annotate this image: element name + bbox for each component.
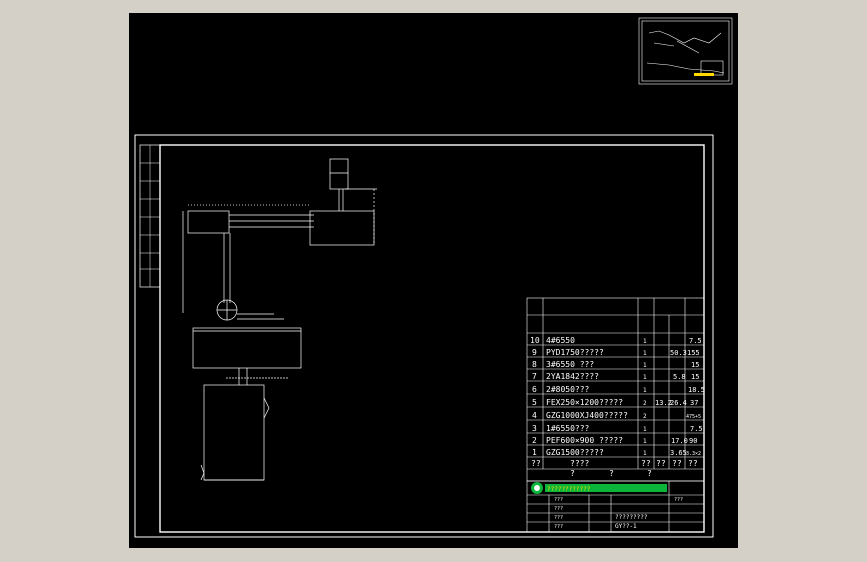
bom-header: ? xyxy=(609,469,614,478)
bom-weight: 13.2 xyxy=(655,399,672,407)
bom-header: ?? xyxy=(531,459,541,468)
bom-header: ?? xyxy=(641,459,651,468)
bom-qty: 1 xyxy=(643,338,647,345)
bom-name: 2#8050??? xyxy=(546,385,590,394)
drawing-code: GY??-1 xyxy=(615,523,637,530)
bom-name: 4#6550 xyxy=(546,336,575,345)
drawing-frame xyxy=(134,134,714,538)
bom-weight: 18.5 xyxy=(688,386,705,394)
bom-header: ???? xyxy=(570,459,589,468)
title-cell: ??? xyxy=(554,506,563,512)
bom-weight: 15 xyxy=(691,373,699,381)
bom-name: 2YA1842???? xyxy=(546,372,599,381)
bom-no: 1 xyxy=(532,448,537,457)
title-cell: ??? xyxy=(554,515,563,521)
bom-name: GZG1500????? xyxy=(546,448,604,457)
bom-qty: 2 xyxy=(643,413,647,420)
bom-name: GZG1000XJ400????? xyxy=(546,411,628,420)
bom-header: ?? xyxy=(688,459,698,468)
bom-no: 8 xyxy=(532,360,537,369)
crusher-box xyxy=(309,210,375,246)
process-flow-diagram xyxy=(182,158,377,481)
bom-no: 9 xyxy=(532,348,537,357)
feeder-box xyxy=(187,210,230,234)
bom-no: 10 xyxy=(530,336,540,345)
bom-no: 6 xyxy=(532,385,537,394)
bom-no: 3 xyxy=(532,424,537,433)
bom-weight: 7.5 xyxy=(690,425,703,433)
title-cell: ??? xyxy=(554,524,563,530)
bom-name: 3#6550 ??? xyxy=(546,360,594,369)
bom-name: PEF600×900 ????? xyxy=(546,436,623,445)
bom-weight: 90 xyxy=(689,437,697,445)
bom-qty: 1 xyxy=(643,438,647,445)
bom-weight: 5.8 xyxy=(673,373,686,381)
bom-no: 7 xyxy=(532,372,537,381)
bom-weight: 7.5 xyxy=(689,337,702,345)
title-cell: ??? xyxy=(674,497,683,503)
bom-header: ? xyxy=(570,469,575,478)
bom-name: PYD1750????? xyxy=(546,348,604,357)
bom-weight: 17.0 xyxy=(671,437,688,445)
bom-table xyxy=(526,297,705,482)
bom-qty: 1 xyxy=(643,350,647,357)
title-block xyxy=(526,480,705,533)
bom-header: ?? xyxy=(672,459,682,468)
bom-header: ? xyxy=(647,469,652,478)
bom-qty: 2 xyxy=(643,400,647,407)
bom-weight: 475+5 xyxy=(686,414,701,420)
bom-no: 2 xyxy=(532,436,537,445)
bom-qty: 1 xyxy=(643,387,647,394)
stockpile-box xyxy=(203,384,265,481)
thumbnail-preview xyxy=(638,17,733,85)
bom-weight: 3.65 xyxy=(670,449,687,457)
drawing-title: ????????? xyxy=(615,514,648,521)
cad-drawing-canvas: 10 4#6550 1 7.5 9 PYD1750????? 1 50.3 15… xyxy=(134,17,733,538)
hopper-top xyxy=(329,158,349,190)
bom-weight: 155 xyxy=(687,349,700,357)
bom-rows: 10 4#6550 1 7.5 9 PYD1750????? 1 50.3 15… xyxy=(530,336,705,478)
bom-name: FEX250×1200????? xyxy=(546,398,623,407)
bom-weight: 50.3 xyxy=(670,349,687,357)
bom-weight: 37 xyxy=(690,399,698,407)
title-cell: ??? xyxy=(554,497,563,503)
bom-weight: 15 xyxy=(691,361,699,369)
bom-no: 5 xyxy=(532,398,537,407)
bom-no: 4 xyxy=(532,411,537,420)
bom-qty: 1 xyxy=(643,426,647,433)
cad-drawing-viewport[interactable]: 10 4#6550 1 7.5 9 PYD1750????? 1 50.3 15… xyxy=(129,13,738,548)
company-logo xyxy=(531,482,667,494)
bom-weight: 3.3×2 xyxy=(686,451,701,457)
screen-box xyxy=(192,327,302,369)
bom-name: 1#6550??? xyxy=(546,424,590,433)
bom-header: ?? xyxy=(656,459,666,468)
bom-weight: 26.4 xyxy=(670,399,687,407)
company-name: ???????????? xyxy=(547,486,591,493)
bom-qty: 1 xyxy=(643,362,647,369)
bom-qty: 1 xyxy=(643,374,647,381)
bom-qty: 1 xyxy=(643,450,647,457)
